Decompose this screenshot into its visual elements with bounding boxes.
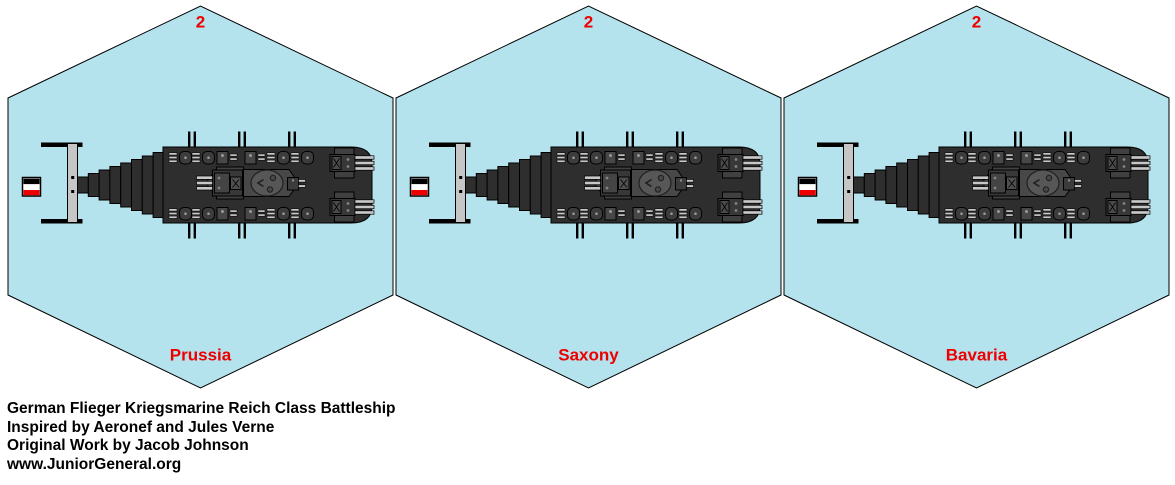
- credit-line-title: German Flieger Kriegsmarine Reich Class …: [7, 400, 396, 417]
- hex-tile-saxony: 2 Saxony: [395, 5, 782, 389]
- credit-line-inspiration: Inspired by Aeronef and Jules Verne: [7, 418, 275, 436]
- hex-tile-prussia: 2 Prussia: [7, 5, 394, 389]
- credit-line-author: Original Work by Jacob Johnson: [7, 437, 249, 455]
- battleship-sprite: [21, 130, 375, 240]
- unit-name: Bavaria: [946, 346, 1008, 365]
- battleship-sprite: [797, 130, 1151, 240]
- unit-count: 2: [584, 13, 593, 32]
- battleship-sprite: [409, 130, 763, 240]
- credits-block: German Flieger Kriegsmarine Reich Class …: [7, 400, 396, 475]
- unit-name: Prussia: [170, 346, 232, 365]
- unit-count: 2: [972, 13, 981, 32]
- unit-name: Saxony: [558, 346, 619, 365]
- hex-tile-bavaria: 2 Bavaria: [783, 5, 1170, 389]
- unit-count: 2: [196, 13, 205, 32]
- credit-line-website: www.JuniorGeneral.org: [7, 456, 182, 474]
